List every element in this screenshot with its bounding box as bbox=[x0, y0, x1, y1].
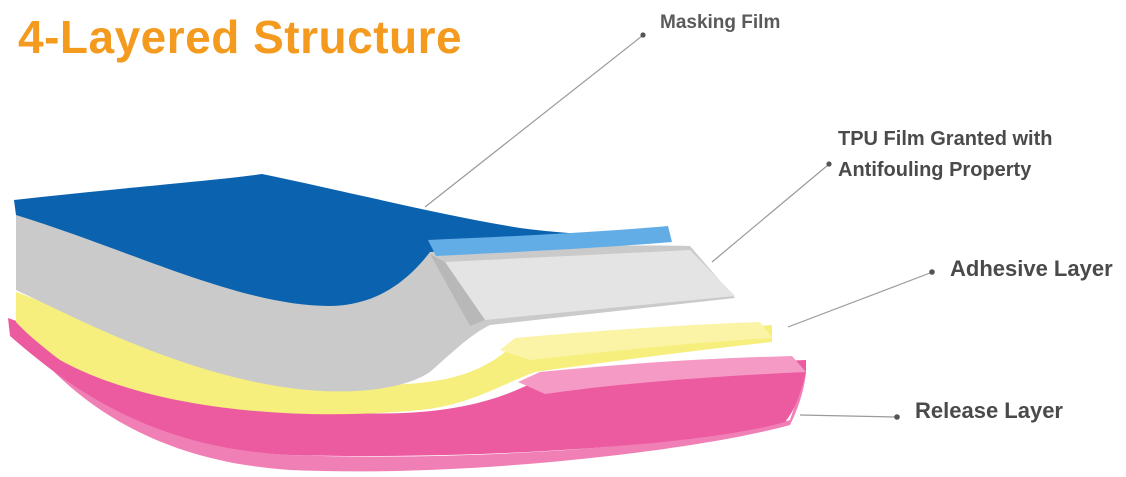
adhesive-layer-label: Adhesive Layer bbox=[950, 256, 1113, 281]
diagram-title: 4-Layered Structure bbox=[18, 11, 463, 63]
leader-lines bbox=[424, 35, 931, 418]
release-layer-label: Release Layer bbox=[915, 398, 1063, 423]
adhesive-layer-body bbox=[16, 292, 772, 415]
masking-film-edge bbox=[428, 226, 672, 256]
masking-film-layer bbox=[14, 174, 672, 306]
adhesive-layer-dot bbox=[929, 269, 935, 275]
tpu-film-label: TPU Film Granted with Antifouling Proper… bbox=[838, 128, 1053, 181]
release-layer bbox=[8, 318, 806, 472]
masking-film-dot bbox=[640, 32, 646, 38]
masking-film-body bbox=[14, 174, 668, 306]
release-layer-body bbox=[8, 318, 806, 457]
tpu-film-dot bbox=[826, 161, 832, 167]
release-layer-dot bbox=[894, 414, 900, 420]
tpu-film-leader bbox=[711, 164, 829, 263]
leader-dots bbox=[640, 32, 935, 420]
release-layer-top-face bbox=[518, 356, 806, 394]
tpu-film-top-face bbox=[445, 250, 735, 320]
adhesive-layer-leader bbox=[787, 272, 931, 328]
masking-film-leader bbox=[424, 35, 643, 208]
tpu-film-bevel bbox=[430, 254, 485, 326]
masking-film-label: Masking Film bbox=[660, 12, 781, 33]
release-layer-leader bbox=[799, 414, 896, 418]
adhesive-layer bbox=[16, 292, 772, 415]
adhesive-layer-top-face bbox=[500, 322, 772, 360]
